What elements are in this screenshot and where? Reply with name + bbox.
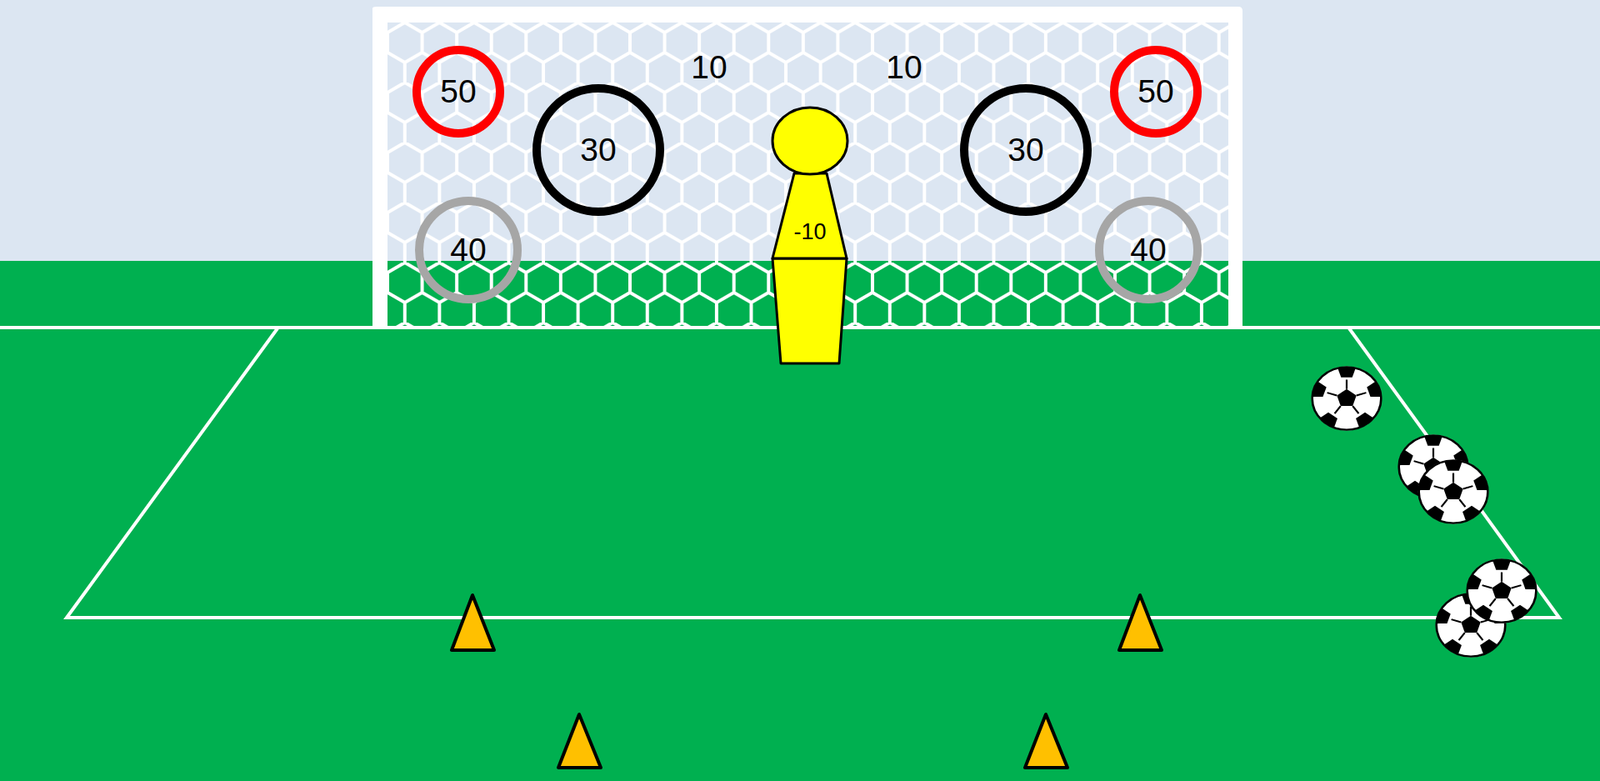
mannequin-dummy: -10 <box>768 104 852 367</box>
penalty-area <box>66 328 1560 618</box>
target-ring: 50 <box>1110 45 1202 138</box>
target-ring: 40 <box>415 196 522 304</box>
score-value: 30 <box>1007 132 1044 169</box>
net-score-label: 10 <box>885 50 922 86</box>
penalty-value: -10 <box>768 220 852 245</box>
net-score-label: 10 <box>690 50 727 86</box>
target-ring: 30 <box>960 84 1092 216</box>
score-value: 30 <box>580 132 616 169</box>
score-value: 50 <box>440 74 476 110</box>
target-ring: 50 <box>412 45 505 138</box>
target-ring: 40 <box>1095 196 1202 304</box>
score-value: 40 <box>1130 232 1166 269</box>
footballs <box>1308 361 1540 657</box>
target-ring: 30 <box>532 84 665 216</box>
cones <box>451 595 1162 768</box>
score-value: 50 <box>1137 74 1174 110</box>
score-value: 40 <box>450 232 486 269</box>
